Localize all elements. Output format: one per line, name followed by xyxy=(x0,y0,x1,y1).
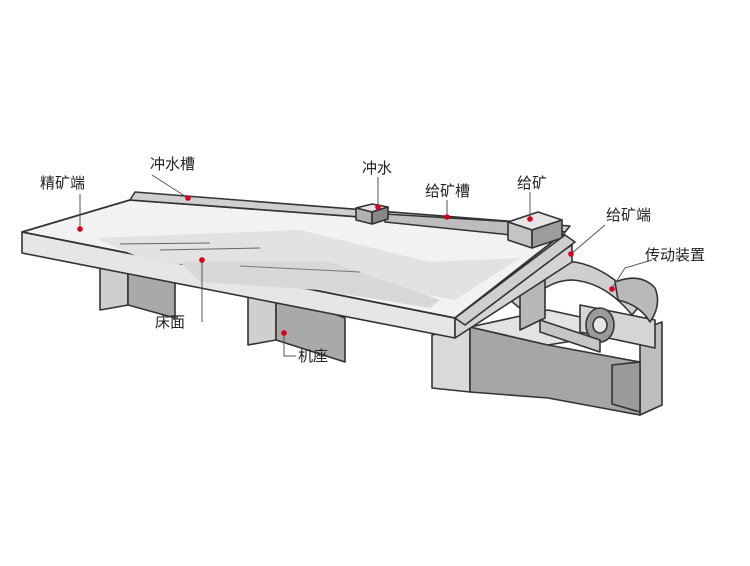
label-flush-water: 冲水 xyxy=(362,159,393,177)
feed-end-frame xyxy=(454,234,576,326)
label-drive-unit: 传动装置 xyxy=(645,246,706,264)
feed-box xyxy=(507,211,563,249)
label-feed-trough: 给矿槽 xyxy=(425,182,471,200)
label-flush-trough: 冲水槽 xyxy=(150,155,196,173)
label-concentrate-end: 精矿端 xyxy=(40,174,86,192)
leader-lines xyxy=(79,174,653,357)
label-feed-end: 给矿端 xyxy=(606,206,652,224)
label-base: 机座 xyxy=(298,347,329,365)
marker-dots xyxy=(77,195,615,336)
label-deck: 床面 xyxy=(155,313,186,331)
label-feed: 给矿 xyxy=(517,174,548,192)
flush-water-box xyxy=(355,203,389,225)
deck xyxy=(21,199,566,319)
